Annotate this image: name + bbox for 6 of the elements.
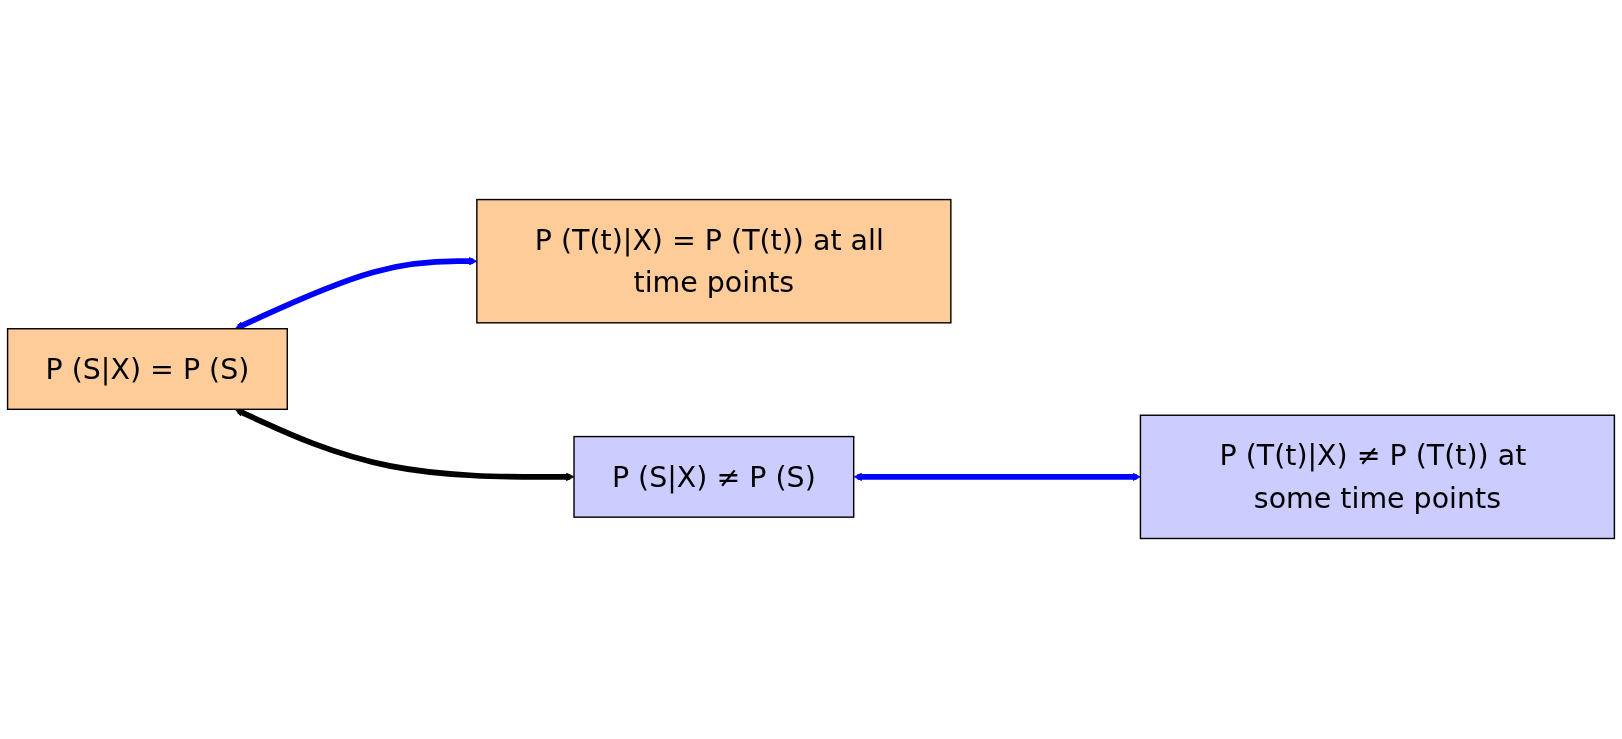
node-box: P (T(t)|X) = P (T(t)) at all time points bbox=[476, 199, 952, 324]
node-box: P (T(t)|X) ≠ P (T(t)) at some time points bbox=[1139, 415, 1616, 540]
node-box: P (S|X) ≠ P (S) bbox=[573, 436, 855, 519]
arrow bbox=[853, 473, 1141, 482]
node-box: P (S|X) = P (S) bbox=[6, 328, 288, 411]
arrow bbox=[235, 408, 575, 482]
